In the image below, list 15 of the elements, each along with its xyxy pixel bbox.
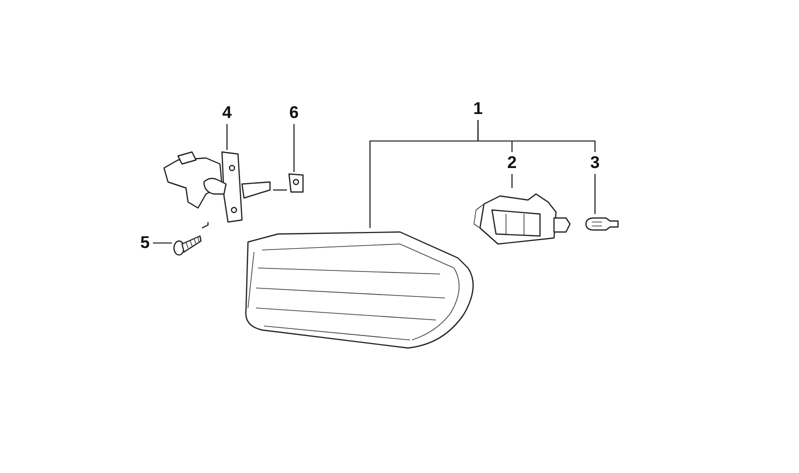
leader-line — [226, 124, 228, 150]
leader-line — [594, 174, 596, 214]
callout-number: 4 — [219, 102, 235, 124]
leader-line — [511, 174, 513, 188]
clip-nut-drawing — [287, 172, 305, 194]
leader-line — [273, 189, 287, 191]
leader-line — [293, 124, 295, 172]
leader-line — [202, 222, 209, 228]
leader-line — [153, 242, 172, 244]
callout-number: 1 — [470, 98, 486, 120]
callout-number: 5 — [137, 232, 153, 254]
callout-number: 2 — [504, 152, 520, 174]
callout-number: 3 — [587, 152, 603, 174]
callout-number: 6 — [286, 102, 302, 124]
leader-line — [477, 120, 596, 152]
